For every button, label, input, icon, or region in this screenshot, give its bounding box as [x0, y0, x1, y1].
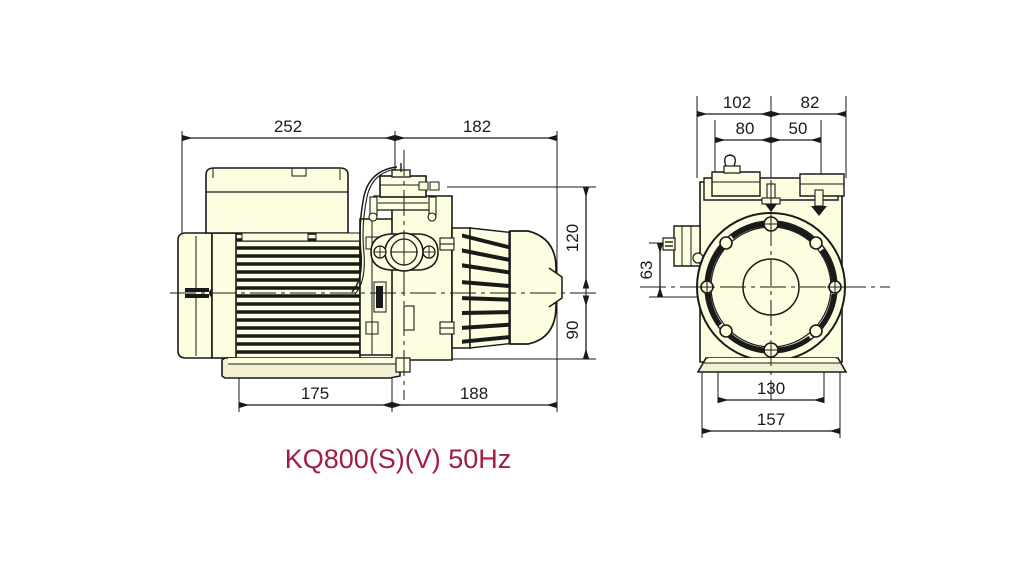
valve-bolts	[368, 181, 440, 222]
dimension-63: 63	[637, 242, 664, 298]
dimension-182: 182	[394, 117, 558, 142]
dimension-label-63: 63	[637, 261, 656, 280]
capillary-tube	[351, 166, 398, 293]
dimension-label-102: 102	[723, 93, 751, 112]
dimension-252: 252	[181, 117, 396, 142]
dimension-157: 157	[701, 410, 841, 435]
dimension-80: 80	[714, 119, 772, 144]
dimension-label-82: 82	[801, 93, 820, 112]
motor-cooling-fins	[236, 238, 360, 354]
dimension-label-130: 130	[757, 379, 785, 398]
side-elevation-view	[170, 131, 600, 412]
drawing-title: KQ800(S)(V) 50Hz	[285, 444, 512, 474]
dimension-label-252: 252	[274, 117, 302, 136]
dimension-label-157: 157	[757, 410, 785, 429]
end-terminal-box	[711, 171, 761, 197]
volute-plug	[548, 267, 563, 308]
dimension-130: 130	[717, 379, 825, 404]
dimension-label-175: 175	[301, 384, 329, 403]
dimension-50: 50	[770, 119, 822, 144]
side-dimensions: 252 182 175 188 120 90	[181, 117, 590, 409]
dimension-120: 120	[563, 186, 590, 289]
end-dimensions: 102 82 80 50 63 130 157	[637, 93, 847, 435]
dimension-82: 82	[770, 93, 847, 118]
dimension-label-90: 90	[563, 321, 582, 340]
dimension-90: 90	[563, 295, 590, 360]
dimension-label-182: 182	[463, 117, 491, 136]
dimension-102: 102	[696, 93, 772, 118]
volute-collar	[451, 227, 471, 349]
end-wire-loop	[723, 154, 737, 167]
end-valve-bolt	[811, 189, 827, 216]
dimension-label-50: 50	[789, 119, 808, 138]
dimension-label-188: 188	[460, 384, 488, 403]
dimension-188: 188	[391, 384, 558, 409]
dimension-175: 175	[238, 384, 393, 409]
base-foot-right	[395, 357, 411, 373]
dimension-label-80: 80	[736, 119, 755, 138]
dimension-label-120: 120	[563, 224, 582, 252]
motor-end-bell	[211, 232, 239, 359]
end-elevation-view	[640, 96, 890, 438]
end-side-port	[662, 237, 676, 251]
volute-nose-cap	[509, 230, 557, 345]
end-valve-cap	[799, 173, 845, 197]
pump-housing	[391, 195, 453, 361]
end-terminal-cap	[723, 165, 741, 174]
terminal-box	[205, 167, 349, 234]
